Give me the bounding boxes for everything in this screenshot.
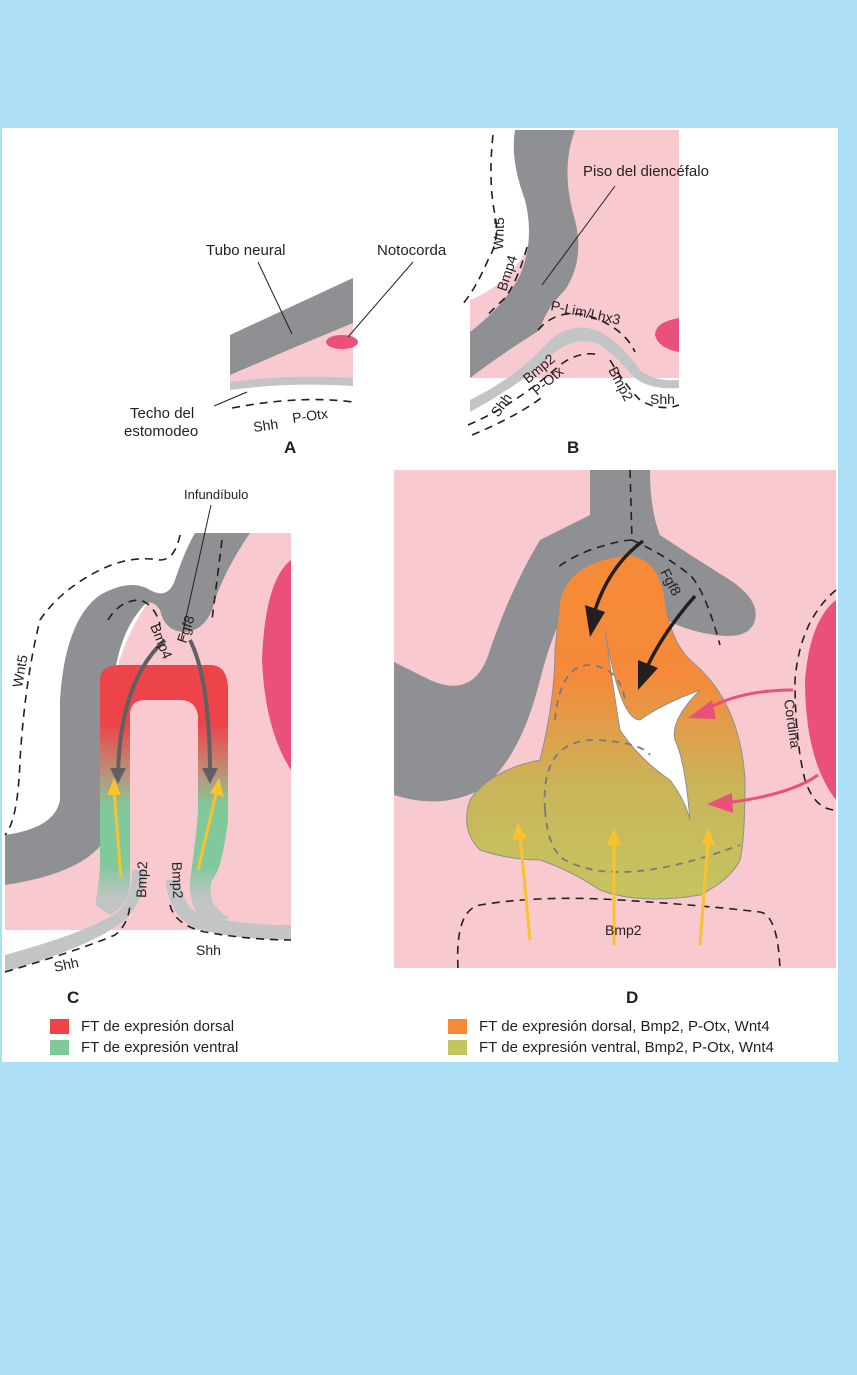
bmp4-boundary-b — [484, 246, 528, 319]
notochord-c — [262, 560, 291, 770]
leader-tubo-neural — [257, 261, 293, 335]
bmp2-arrow-c-right — [196, 789, 219, 871]
ectoderm-a — [230, 376, 353, 390]
neural-tube-c — [5, 533, 250, 885]
fgf8-arrow-d-1 — [593, 539, 645, 611]
fgf8-arrow-d-2 — [646, 594, 697, 666]
panel-letter-a: A — [284, 438, 296, 457]
panel-letter-b: B — [567, 438, 579, 457]
label-bmp2-d: Bmp2 — [605, 922, 642, 938]
label-techo-del: Techo del — [130, 405, 194, 422]
notochord-a — [326, 335, 358, 349]
legend-item-dorsal-c: FT de expresión dorsal — [50, 1016, 238, 1037]
chordin-arrowhead-d-2 — [707, 793, 733, 813]
shh-boundary-c-left — [4, 904, 131, 973]
chordin-arrow-d-2 — [724, 773, 819, 805]
panel-c: Infundíbulo Wnt5 Bmp4 Fgf8 Bmp2 Bmp2 Shh… — [4, 487, 292, 1007]
shh-boundary-b-left-outer — [471, 394, 546, 436]
legend-label-ventral-d: FT de expresión ventral, Bmp2, P-Otx, Wn… — [479, 1039, 774, 1056]
ectoderm-c-left — [5, 870, 145, 972]
shh-boundary-b-left — [467, 352, 601, 426]
bmp2-arrowhead-d-2 — [607, 828, 621, 845]
label-shh-b-right: Shh — [650, 391, 675, 407]
shh-boundary-c-right — [169, 904, 292, 941]
fgf8-arrowhead-d-1 — [585, 605, 605, 637]
panel-letter-d: D — [626, 988, 638, 1007]
label-infundibulo: Infundíbulo — [184, 487, 248, 502]
bmp2-arrowhead-d-1 — [512, 823, 527, 840]
legend-item-ventral-d: FT de expresión ventral, Bmp2, P-Otx, Wn… — [448, 1037, 774, 1058]
fgf8-arrow-c — [188, 639, 212, 776]
label-wnt5-b: Wnt5 — [490, 217, 507, 250]
label-tubo-neural: Tubo neural — [206, 242, 286, 259]
label-chordin-d: Cordina — [781, 698, 804, 749]
panel-a: Tubo neural Notocorda Techo del estomode… — [124, 242, 447, 457]
label-shh-c-right: Shh — [196, 942, 221, 958]
neural-tube-d — [394, 470, 756, 802]
rathke-pouch-d — [466, 554, 746, 900]
label-notocorda: Notocorda — [377, 242, 447, 259]
panel-letter-c: C — [67, 988, 79, 1007]
chordin-arrowhead-d-1 — [688, 700, 716, 719]
intermediate-lobe-boundary-d — [543, 739, 741, 873]
ectoderm-b — [470, 327, 679, 412]
label-bmp2-c-right: Bmp2 — [169, 862, 186, 899]
shh-potx-boundary-a — [231, 398, 354, 409]
label-bmp2-c-left: Bmp2 — [133, 861, 150, 898]
legend-swatch-ventral-d — [448, 1040, 467, 1055]
wnt5-boundary-c — [4, 534, 181, 836]
legend-c: FT de expresión dorsal FT de expresión v… — [50, 1016, 238, 1058]
bmp2-arrowhead-c-right — [210, 778, 224, 797]
leader-infundibulo — [180, 504, 212, 641]
plim-boundary-b — [537, 312, 636, 353]
leader-techo-estomodeo — [213, 391, 248, 407]
legend-swatch-ventral-c — [50, 1040, 69, 1055]
legend-swatch-dorsal-d — [448, 1019, 467, 1034]
fgf8-boundary-d — [554, 469, 721, 646]
panel-b: Piso del diencéfalo Wnt5 Bmp4 P-Lim/Lhx3… — [461, 130, 709, 457]
leader-piso-diencefalo — [541, 185, 616, 286]
bmp4-arrow-c — [116, 638, 167, 776]
bmp4-boundary-c — [107, 599, 161, 626]
bmp4-arrowhead-c — [110, 768, 126, 784]
label-piso-diencefalo: Piso del diencéfalo — [583, 163, 709, 180]
bmp2-arrowhead-d-3 — [701, 828, 715, 845]
fgf8-arrowhead-d-2 — [638, 660, 658, 690]
panel-d: Fgf8 Cordina Bmp2 D — [394, 469, 837, 1007]
legend-label-ventral-c: FT de expresión ventral — [81, 1039, 239, 1056]
legend-item-ventral-c: FT de expresión ventral — [50, 1037, 238, 1058]
chordin-boundary-d — [794, 589, 837, 811]
leader-notocorda — [347, 261, 414, 338]
legend-label-dorsal-d: FT de expresión dorsal, Bmp2, P-Otx, Wnt… — [479, 1018, 770, 1035]
label-estomodeo: estomodeo — [124, 423, 198, 440]
bmp2-boundary-d — [456, 897, 781, 971]
legend-label-dorsal-c: FT de expresión dorsal — [81, 1018, 235, 1035]
label-potx-a: P-Otx — [291, 405, 329, 426]
legend-item-dorsal-d: FT de expresión dorsal, Bmp2, P-Otx, Wnt… — [448, 1016, 774, 1037]
ectoderm-c-right — [166, 880, 291, 940]
neural-tube-b — [470, 130, 579, 378]
label-shh-c-left: Shh — [52, 954, 80, 975]
anterior-lobe-boundary-d — [554, 664, 626, 721]
fgf8-arrowhead-c — [202, 768, 218, 784]
neural-tube-a — [230, 278, 353, 375]
notochord-b — [655, 318, 679, 352]
bmp2-arrow-d-3 — [698, 839, 710, 946]
rathke-pouch-c — [95, 665, 230, 925]
bmp2-arrow-d-1 — [518, 834, 532, 941]
legend-swatch-dorsal-c — [50, 1019, 69, 1034]
lumen-d — [604, 629, 701, 821]
label-shh-a: Shh — [252, 416, 279, 435]
bmp2-arrowhead-c-left — [107, 778, 121, 795]
label-wnt5-c: Wnt5 — [9, 653, 30, 688]
bmp2-boundary-b-right — [609, 359, 680, 409]
wnt5-boundary-b — [461, 134, 498, 306]
notochord-d — [805, 600, 836, 800]
bmp2-arrow-c-left — [112, 789, 123, 879]
legend-d: FT de expresión dorsal, Bmp2, P-Otx, Wnt… — [448, 1016, 774, 1058]
